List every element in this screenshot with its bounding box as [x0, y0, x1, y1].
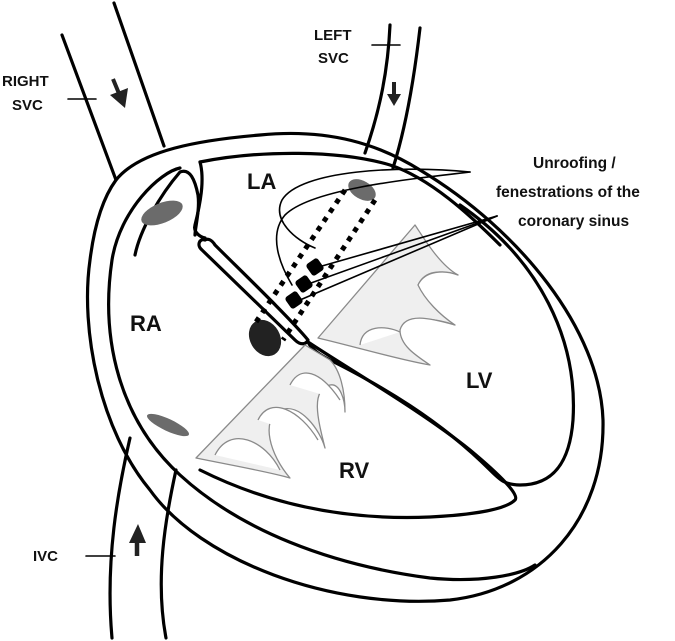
ivc-right-wall	[159, 468, 178, 640]
coronary-sinus-course	[253, 188, 378, 342]
leader-fen-3	[299, 215, 498, 301]
heart-outer-outline	[85, 131, 605, 603]
ivc-orifice	[147, 413, 189, 437]
interventricular-septum	[198, 340, 518, 520]
leader-loop-1	[279, 168, 471, 249]
annotation-leaders	[275, 168, 498, 301]
left-svc-vessel	[363, 23, 422, 170]
lv-inner-outline	[306, 203, 576, 487]
right-svc-orifice	[141, 200, 183, 226]
label-ra: RA	[130, 311, 162, 336]
coronary-sinus-ostium	[248, 319, 282, 357]
right-svc-flow-arrow-icon	[110, 78, 128, 108]
annotation-line2: fenestrations of the	[496, 184, 640, 201]
label-right-svc-line2: SVC	[12, 97, 43, 114]
fenestration-1	[306, 258, 324, 276]
label-ivc: IVC	[33, 548, 58, 565]
tricuspid-valve	[195, 344, 346, 479]
fenestration-3	[285, 291, 303, 309]
leader-loop-2	[275, 171, 471, 286]
ivc-vessel	[85, 436, 178, 640]
leader-fen-2	[310, 215, 498, 284]
heart-inner-outline	[107, 166, 537, 582]
mitral-valve	[317, 224, 459, 366]
interatrial-septum	[197, 237, 310, 346]
fenestrations	[285, 258, 324, 309]
fenestration-2	[295, 275, 313, 293]
label-lv: LV	[466, 368, 493, 393]
left-svc-flow-arrow-icon	[387, 82, 401, 106]
label-rv: RV	[339, 458, 369, 483]
annotation-line3: coronary sinus	[518, 213, 629, 230]
right-svc-right-wall	[112, 1, 166, 148]
left-svc-right-wall	[391, 26, 422, 170]
annotation-line1: Unroofing /	[533, 155, 616, 172]
right-svc-vessel	[60, 1, 166, 182]
leader-fen-1	[321, 215, 498, 267]
label-left-svc-line1: LEFT	[314, 27, 352, 44]
la-chamber-outline	[198, 151, 502, 247]
left-svc-orifice	[348, 179, 376, 201]
label-la: LA	[247, 169, 276, 194]
left-svc-left-wall	[363, 23, 392, 155]
ivc-left-wall	[108, 436, 132, 640]
coronary-sinus-dotted-left	[253, 188, 348, 324]
right-svc-left-wall	[60, 33, 118, 182]
label-left-svc-line2: SVC	[318, 50, 349, 67]
ivc-flow-arrow-icon	[129, 524, 146, 556]
label-right-svc-line1: RIGHT	[2, 73, 49, 90]
